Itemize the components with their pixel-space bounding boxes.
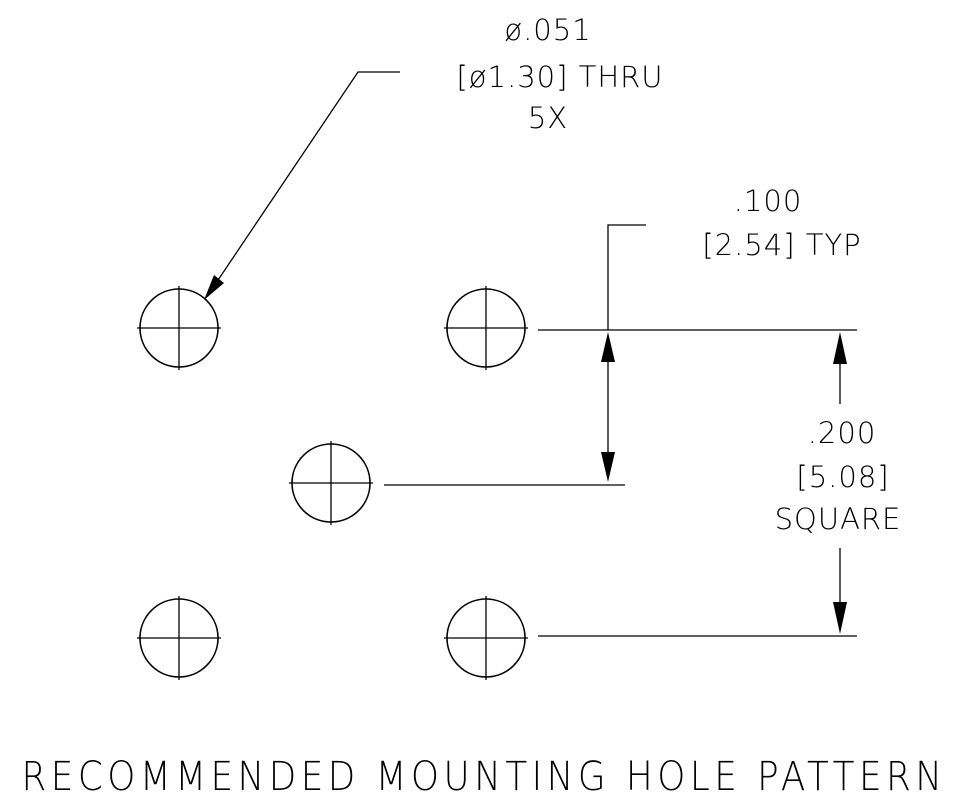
- hole-diameter-inch: ø.051: [504, 13, 591, 47]
- square-dimension: [833, 332, 847, 634]
- hole-center: [289, 441, 373, 525]
- extension-lines: [384, 329, 857, 637]
- square-label: SQUARE: [775, 502, 902, 536]
- drawing-title: RECOMMENDED MOUNTING HOLE PATTERN: [22, 754, 947, 800]
- hole-bottom-left: [137, 596, 221, 680]
- spacing-inch: .100: [734, 184, 803, 218]
- hole-top-right: [444, 286, 528, 370]
- square-inch: .200: [808, 416, 877, 450]
- hole-top-left: [137, 286, 221, 370]
- square-mm: [5.08]: [796, 460, 889, 494]
- hole-bottom-right: [444, 596, 528, 680]
- hole-diameter-mm: [ø1.30] THRU: [456, 60, 663, 94]
- hole-quantity: 5X: [528, 101, 568, 135]
- spacing-dimension: [601, 224, 646, 482]
- spacing-mm: [2.54] TYP: [702, 228, 861, 262]
- hole-callout-leader: [204, 71, 400, 300]
